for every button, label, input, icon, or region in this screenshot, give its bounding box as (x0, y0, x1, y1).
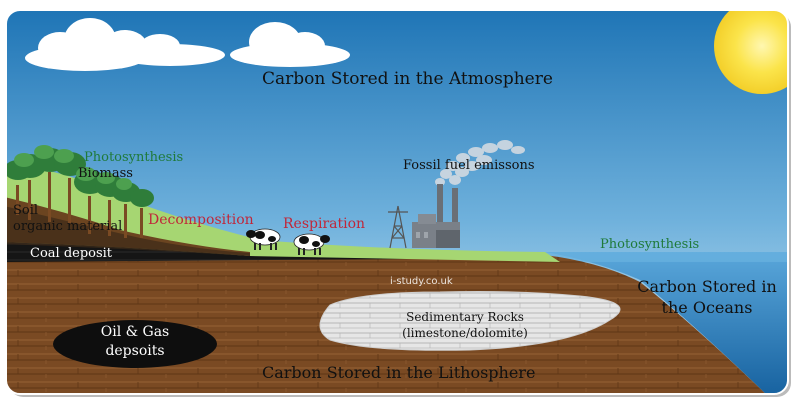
label-oil-gas-line2: depsoits (85, 342, 185, 361)
label-lithosphere: Carbon Stored in the Lithosphere (262, 363, 535, 382)
label-decomposition: Decomposition (148, 212, 254, 228)
label-biomass: Biomass (78, 166, 133, 181)
label-sedimentary-line2: (limestone/dolomite) (380, 325, 550, 341)
ocean-surface (545, 252, 800, 262)
label-oceans-line2: the Oceans (632, 297, 782, 318)
label-oceans-line1: Carbon Stored in (632, 276, 782, 297)
label-sedimentary-rocks: Sedimentary Rocks (limestone/dolomite) (380, 309, 550, 341)
watermark: i-study.co.uk (390, 276, 453, 287)
label-photosynthesis-ocean: Photosynthesis (600, 237, 699, 252)
label-organic-material: organic material (13, 219, 122, 234)
label-coal-deposit: Coal deposit (30, 246, 112, 261)
label-photosynthesis-land: Photosynthesis (84, 150, 183, 165)
label-soil: Soil (13, 203, 38, 218)
label-respiration: Respiration (283, 216, 365, 232)
label-fossil-fuel: Fossil fuel emissons (403, 158, 535, 173)
label-oil-gas-line1: Oil & Gas (85, 323, 185, 342)
label-oceans: Carbon Stored in the Oceans (632, 276, 782, 318)
label-atmosphere: Carbon Stored in the Atmosphere (262, 69, 553, 89)
label-oil-gas: Oil & Gas depsoits (85, 323, 185, 361)
label-sedimentary-line1: Sedimentary Rocks (380, 309, 550, 325)
